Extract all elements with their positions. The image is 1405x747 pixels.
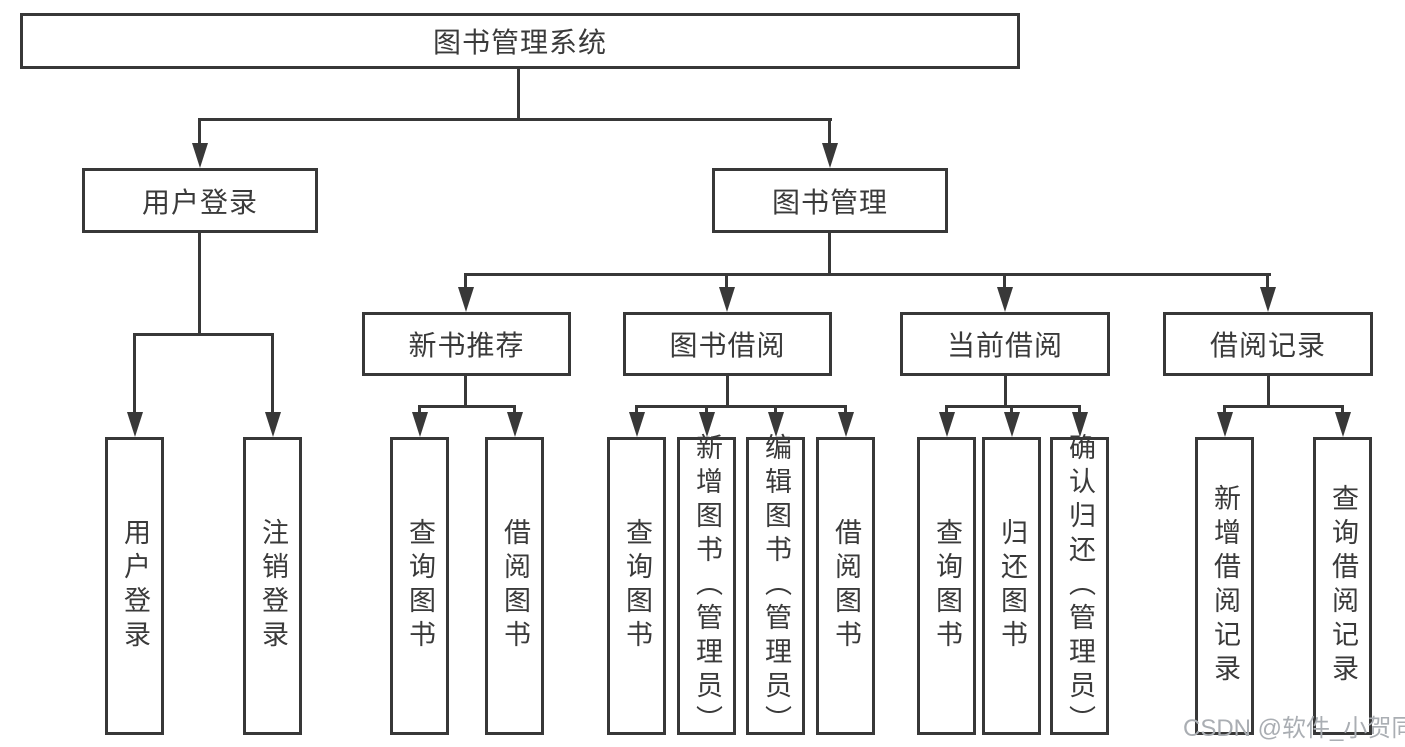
- leaf-bb-edit-books-admin-label: 编辑图书（管理员）: [761, 433, 792, 739]
- leaf-user-login-label: 用户登录: [120, 518, 151, 654]
- arrow-down-icon-bb-query-books: [628, 405, 645, 437]
- connector-level3-hline: [464, 273, 1271, 276]
- leaf-bb-add-books-admin-label: 新增图书（管理员）: [692, 433, 723, 739]
- arrow-down-icon-new-book-recommend: [457, 273, 474, 312]
- node-new-book-recommend: 新书推荐: [362, 312, 571, 376]
- leaf-nb-query-books-label: 查询图书: [405, 518, 436, 654]
- arrow-down-icon-nb-borrow-books: [506, 405, 523, 437]
- leaf-logout: 注销登录: [243, 437, 302, 735]
- arrow-down-icon-leaf-logout: [264, 333, 281, 437]
- leaf-user-login: 用户登录: [105, 437, 164, 735]
- leaf-cb-return-books: 归还图书: [982, 437, 1041, 735]
- connector-user-login-hline: [133, 333, 274, 336]
- leaf-nb-borrow-books: 借阅图书: [485, 437, 544, 735]
- leaf-br-add-borrow-record-label: 新增借阅记录: [1210, 484, 1241, 688]
- connector-root-hline: [198, 118, 832, 121]
- connector-book-borrowing-hline: [635, 405, 847, 408]
- leaf-cb-confirm-return-admin: 确认归还（管理员）: [1050, 433, 1109, 739]
- leaf-nb-borrow-books-label: 借阅图书: [500, 518, 531, 654]
- leaf-cb-confirm-return-admin-label: 确认归还（管理员）: [1065, 433, 1096, 739]
- node-root-library-management-system: 图书管理系统: [20, 13, 1020, 69]
- connector-current-borrowing-stub: [1004, 375, 1007, 406]
- csdn-watermark: CSDN @软件_小贺同学: [1183, 715, 1405, 742]
- arrow-down-icon-book-borrowing: [718, 273, 735, 312]
- node-book-borrowing: 图书借阅: [623, 312, 832, 376]
- arrow-down-icon-user-login: [191, 118, 208, 168]
- connector-root-stub: [517, 68, 520, 119]
- arrow-down-icon-borrowing-records: [1259, 273, 1276, 312]
- node-borrowing-records: 借阅记录: [1163, 312, 1373, 376]
- leaf-br-query-borrow-record: 查询借阅记录: [1313, 437, 1372, 735]
- arrow-down-icon-book-management: [821, 118, 838, 168]
- leaf-bb-borrow-books-label: 借阅图书: [831, 518, 862, 654]
- connector-current-borrowing-hline: [945, 405, 1081, 408]
- arrow-down-icon-current-borrowing: [996, 273, 1013, 312]
- arrow-down-icon-bb-edit-books: [767, 405, 784, 437]
- arrow-down-icon-br-query-record: [1334, 405, 1351, 437]
- arrow-down-icon-leaf-user-login: [126, 333, 143, 437]
- leaf-bb-add-books-admin: 新增图书（管理员）: [677, 433, 736, 739]
- leaf-cb-query-books: 查询图书: [917, 437, 976, 735]
- connector-borrowing-records-stub: [1267, 375, 1270, 406]
- leaf-br-add-borrow-record: 新增借阅记录: [1195, 437, 1254, 735]
- leaf-logout-label: 注销登录: [258, 518, 289, 654]
- connector-book-borrowing-stub: [726, 375, 729, 406]
- arrow-down-icon-br-add-record: [1216, 405, 1233, 437]
- node-user-login: 用户登录: [82, 168, 318, 233]
- arrow-down-icon-cb-confirm-return: [1071, 405, 1088, 437]
- connector-new-book-hline: [418, 405, 516, 408]
- arrow-down-icon-cb-return-books: [1003, 405, 1020, 437]
- leaf-cb-query-books-label: 查询图书: [932, 518, 963, 654]
- connector-borrowing-records-hline: [1223, 405, 1344, 408]
- leaf-bb-query-books: 查询图书: [607, 437, 666, 735]
- leaf-bb-query-books-label: 查询图书: [622, 518, 653, 654]
- leaf-nb-query-books: 查询图书: [390, 437, 449, 735]
- arrow-down-icon-cb-query-books: [938, 405, 955, 437]
- connector-new-book-stub: [464, 375, 467, 406]
- connector-book-management-stub: [828, 232, 831, 274]
- node-book-management: 图书管理: [712, 168, 948, 233]
- arrow-down-icon-bb-add-books: [698, 405, 715, 437]
- leaf-bb-edit-books-admin: 编辑图书（管理员）: [746, 433, 805, 739]
- arrow-down-icon-nb-query-books: [411, 405, 428, 437]
- leaf-br-query-borrow-record-label: 查询借阅记录: [1328, 484, 1359, 688]
- arrow-down-icon-bb-borrow-books: [837, 405, 854, 437]
- leaf-cb-return-books-label: 归还图书: [997, 518, 1028, 654]
- node-current-borrowing: 当前借阅: [900, 312, 1110, 376]
- leaf-bb-borrow-books: 借阅图书: [816, 437, 875, 735]
- connector-user-login-stub: [198, 232, 201, 334]
